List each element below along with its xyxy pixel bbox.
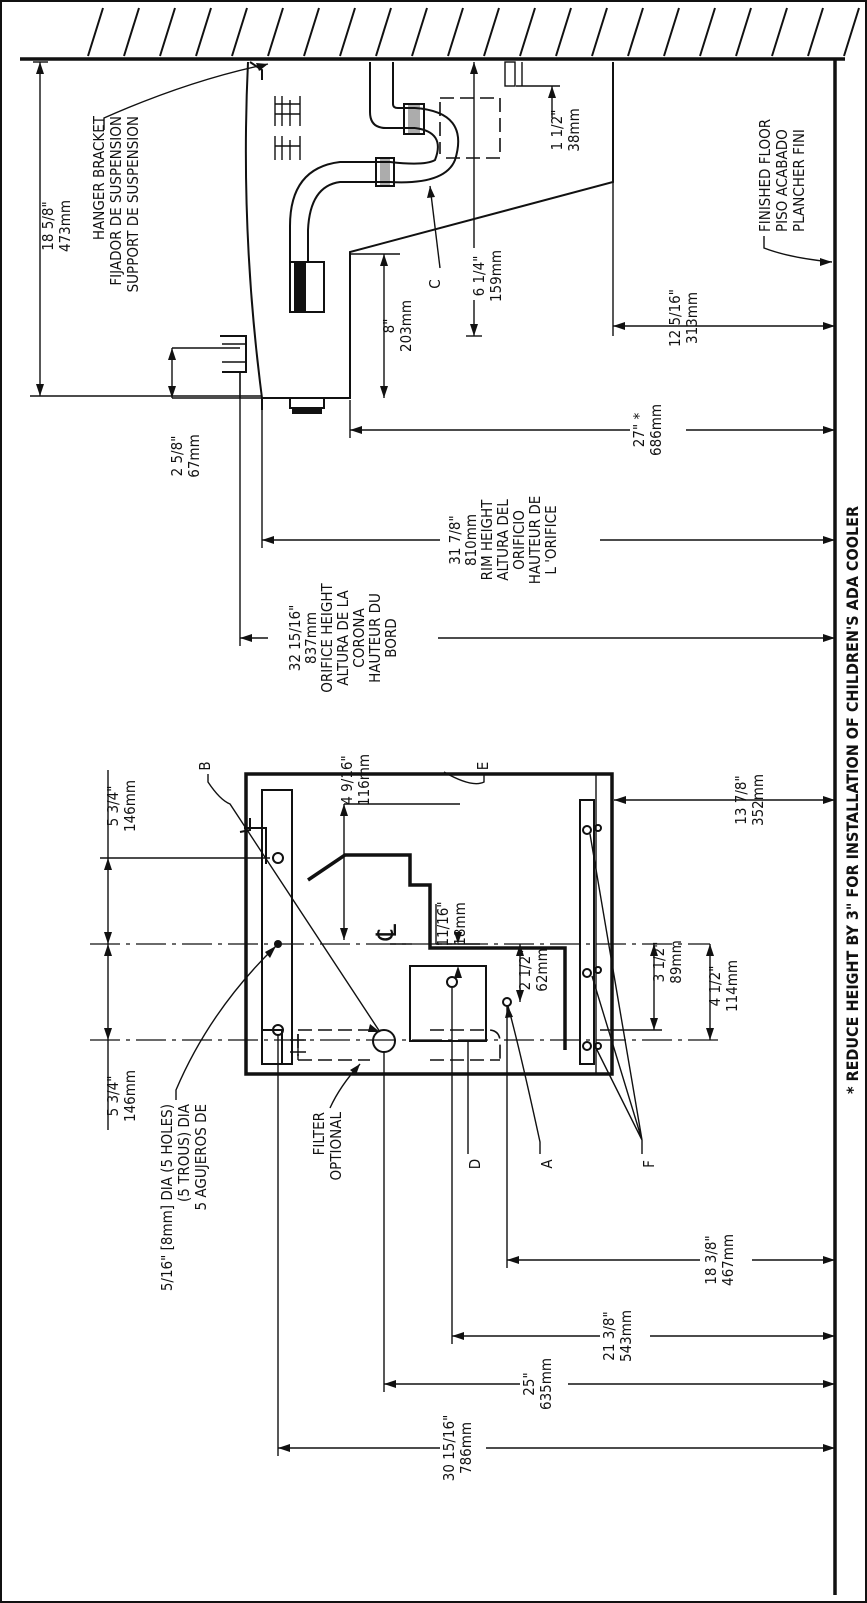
hanger-bracket-label: HANGER BRACKET FIJADOR DE SUSPENSION SUP…: [90, 115, 142, 292]
filter-label: FILTER OPTIONAL: [310, 1112, 345, 1181]
side-view-dimensions: 18 5/8" 473mm 1 1/2" 38mm 6 1/4" 159mm C…: [30, 61, 835, 646]
plate-dimensions: 5 3/4" 146mm 5 3/4" 146mm 4 9/16" 116mm …: [100, 754, 835, 1481]
svg-text:ALTURA DE LA: ALTURA DE LA: [334, 590, 352, 686]
holes-note: 5/16" [8mm] DIA (5 HOLES) (5 TROUS) DIA …: [158, 945, 277, 1291]
dim-5-3-4-top-mm: 146mm: [121, 780, 139, 832]
label-c: C: [426, 279, 444, 288]
dim-18-5-8-in: 18 5/8": [39, 201, 57, 250]
svg-text:HANGER BRACKET: HANGER BRACKET: [90, 115, 108, 240]
label-a: A: [538, 1159, 556, 1169]
dim-5-3-4-bottom-in: 5 3/4": [104, 1076, 122, 1117]
dim-25-in: 25": [520, 1372, 538, 1395]
dim-3-1-2-mm: 89mm: [667, 940, 685, 983]
letter-callouts: B E D A F: [196, 761, 658, 1169]
dim-12-5-16-mm: 313mm: [683, 292, 701, 344]
svg-text:L 'ORIFICE: L 'ORIFICE: [542, 505, 560, 574]
dim-30-15-16-mm: 786mm: [457, 1422, 475, 1474]
dim-3-1-2-in: 3 1/2": [650, 942, 668, 983]
svg-text:SUPPORT DE SUSPENSION: SUPPORT DE SUSPENSION: [124, 116, 142, 292]
svg-text:32 15/16": 32 15/16": [286, 605, 304, 672]
svg-text:RIM HEIGHT: RIM HEIGHT: [478, 499, 496, 581]
orifice-height-label: 32 15/16" 837mm ORIFICE HEIGHT ALTURA DE…: [286, 583, 400, 693]
svg-text:FIJADOR DE SUSPENSION: FIJADOR DE SUSPENSION: [107, 116, 125, 286]
svg-text:31 7/8": 31 7/8": [446, 515, 464, 564]
dim-21-3-8-mm: 543mm: [617, 1310, 635, 1362]
dim-18-3-8-in: 18 3/8": [702, 1235, 720, 1284]
svg-text:CORONA: CORONA: [350, 608, 368, 668]
dim-13-7-8-in: 13 7/8": [732, 775, 750, 824]
dim-6-1-4-in: 6 1/4": [470, 256, 488, 297]
svg-text:OPTIONAL: OPTIONAL: [327, 1112, 345, 1181]
dim-18-5-8-mm: 473mm: [56, 200, 74, 252]
svg-text:FINISHED FLOOR: FINISHED FLOOR: [756, 119, 774, 232]
dim-21-3-8-in: 21 3/8": [600, 1311, 618, 1360]
dim-1-1-2-mm: 38mm: [565, 108, 583, 151]
svg-text:5/16" [8mm] DIA (5 HOLES): 5/16" [8mm] DIA (5 HOLES): [158, 1104, 176, 1291]
dim-2-1-2-mm: 62mm: [533, 948, 551, 991]
finished-floor-label: FINISHED FLOOR PISO ACABADO PLANCHER FIN…: [756, 119, 833, 266]
svg-text:PLANCHER FINI: PLANCHER FINI: [790, 129, 808, 232]
dim-27-in: 27" *: [630, 413, 648, 448]
svg-text:HAUTEUR DU: HAUTEUR DU: [366, 593, 384, 683]
svg-text:ORIFICIO: ORIFICIO: [510, 510, 528, 570]
footnote: * REDUCE HEIGHT BY 3" FOR INSTALLATION O…: [843, 506, 862, 1094]
centerline-icon: ℄: [370, 923, 403, 941]
dim-4-1-2-mm: 114mm: [723, 960, 741, 1012]
dim-4-9-16-in: 4 9/16": [338, 755, 356, 804]
dim-5-3-4-bottom-mm: 146mm: [121, 1070, 139, 1122]
svg-text:5 AGUJEROS DE: 5 AGUJEROS DE: [192, 1104, 210, 1210]
dim-5-3-4-top-in: 5 3/4": [104, 786, 122, 827]
dim-11-16-mm: 18mm: [451, 902, 469, 945]
label-f: F: [640, 1160, 658, 1168]
wall: [20, 7, 860, 61]
svg-text:(5 TROUS) DIA: (5 TROUS) DIA: [175, 1103, 193, 1202]
label-d: D: [466, 1159, 484, 1169]
dim-2-5-8-mm: 67mm: [185, 434, 203, 477]
svg-text:ORIFICE HEIGHT: ORIFICE HEIGHT: [318, 583, 336, 693]
dim-12-5-16-in: 12 5/16": [666, 289, 684, 347]
rim-height-label: 31 7/8" 810mm RIM HEIGHT ALTURA DEL ORIF…: [446, 496, 560, 584]
svg-text:ALTURA DEL: ALTURA DEL: [494, 499, 512, 581]
svg-text:HAUTEUR DE: HAUTEUR DE: [526, 496, 544, 584]
svg-text:BORD: BORD: [382, 618, 400, 657]
dim-18-3-8-mm: 467mm: [719, 1234, 737, 1286]
label-e: E: [474, 762, 492, 771]
svg-text:810mm: 810mm: [462, 514, 480, 566]
dim-6-1-4-mm: 159mm: [487, 250, 505, 302]
dim-25-mm: 635mm: [537, 1358, 555, 1410]
dim-13-7-8-mm: 352mm: [749, 774, 767, 826]
dim-27-mm: 686mm: [647, 404, 665, 456]
dim-8-mm: 203mm: [397, 300, 415, 352]
label-b: B: [196, 761, 214, 770]
dim-2-1-2-in: 2 1/2": [516, 950, 534, 991]
svg-text:837mm: 837mm: [302, 612, 320, 664]
dim-30-15-16-in: 30 15/16": [440, 1415, 458, 1482]
dim-4-9-16-mm: 116mm: [355, 754, 373, 806]
svg-text:PISO ACABADO: PISO ACABADO: [773, 129, 791, 232]
dim-2-5-8-in: 2 5/8": [168, 436, 186, 477]
mounting-plate-view: [90, 772, 720, 1076]
dim-4-1-2-in: 4 1/2": [706, 966, 724, 1007]
dim-8-in: 8": [380, 319, 398, 334]
dim-11-16-in: 11/16": [434, 901, 452, 946]
svg-text:FILTER: FILTER: [310, 1112, 328, 1155]
dim-1-1-2-in: 1 1/2": [548, 110, 566, 151]
